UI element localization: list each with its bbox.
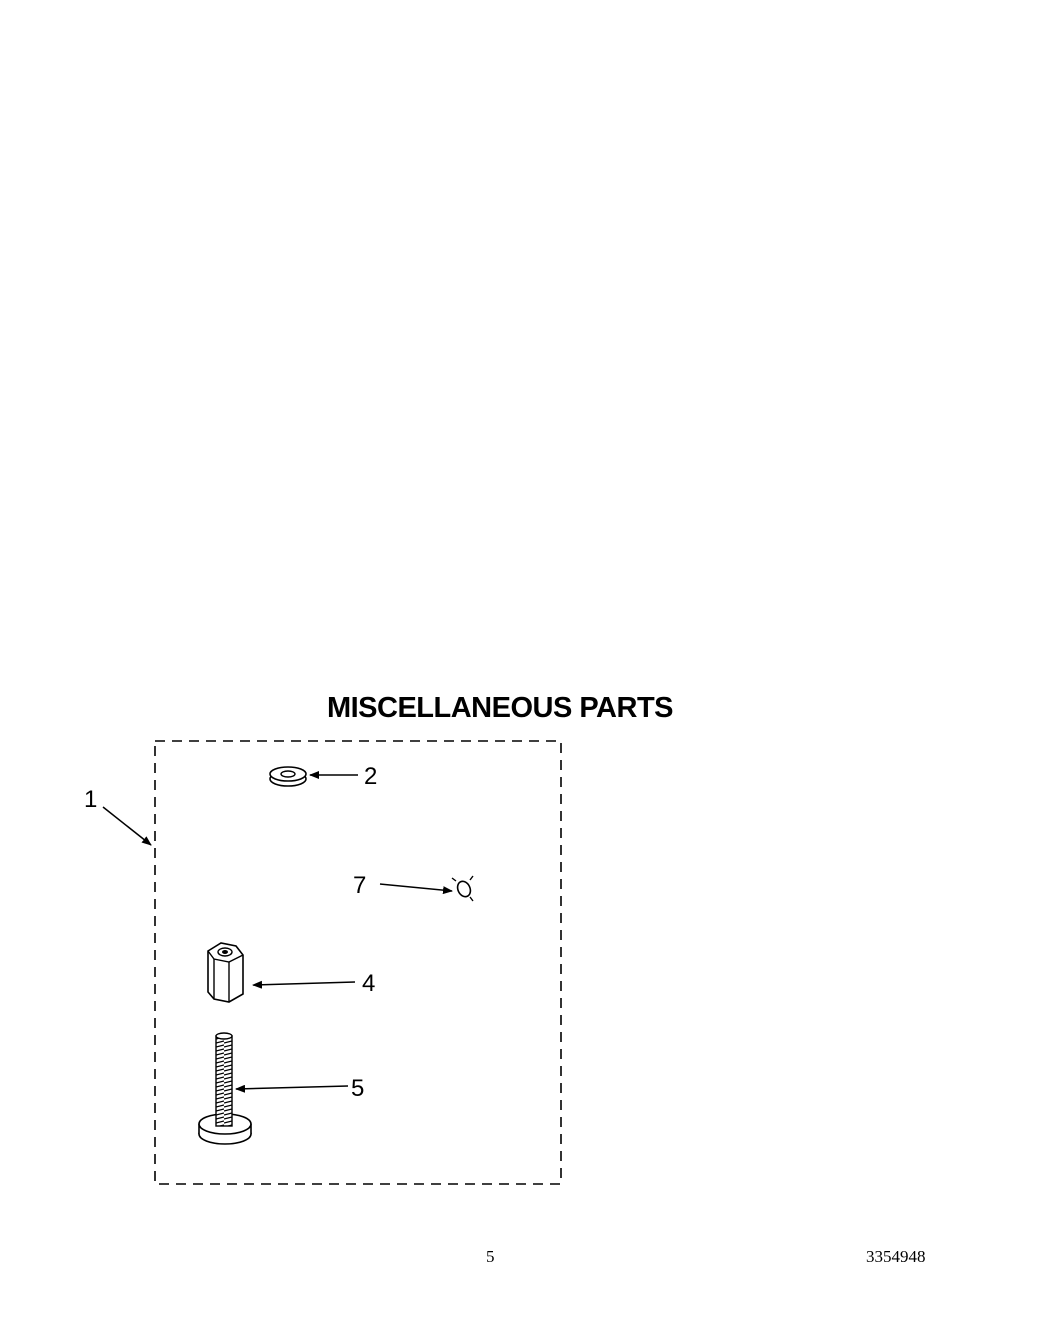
callout-4: 4 <box>362 970 375 997</box>
bolt-part <box>198 1032 252 1145</box>
page-title: MISCELLANEOUS PARTS <box>326 692 674 724</box>
clip-part <box>451 875 474 902</box>
leader-5 <box>235 1084 349 1093</box>
washer-part <box>269 766 307 787</box>
leader-7 <box>379 883 453 895</box>
page-number: 5 <box>486 1247 495 1266</box>
document-number: 3354948 <box>866 1247 926 1266</box>
callout-1: 1 <box>84 786 97 813</box>
hex-nut-part <box>207 942 244 1003</box>
leader-1 <box>102 806 152 846</box>
callout-5: 5 <box>351 1075 364 1102</box>
callout-2: 2 <box>364 763 377 790</box>
callout-7: 7 <box>353 872 366 899</box>
leader-4 <box>252 980 356 989</box>
